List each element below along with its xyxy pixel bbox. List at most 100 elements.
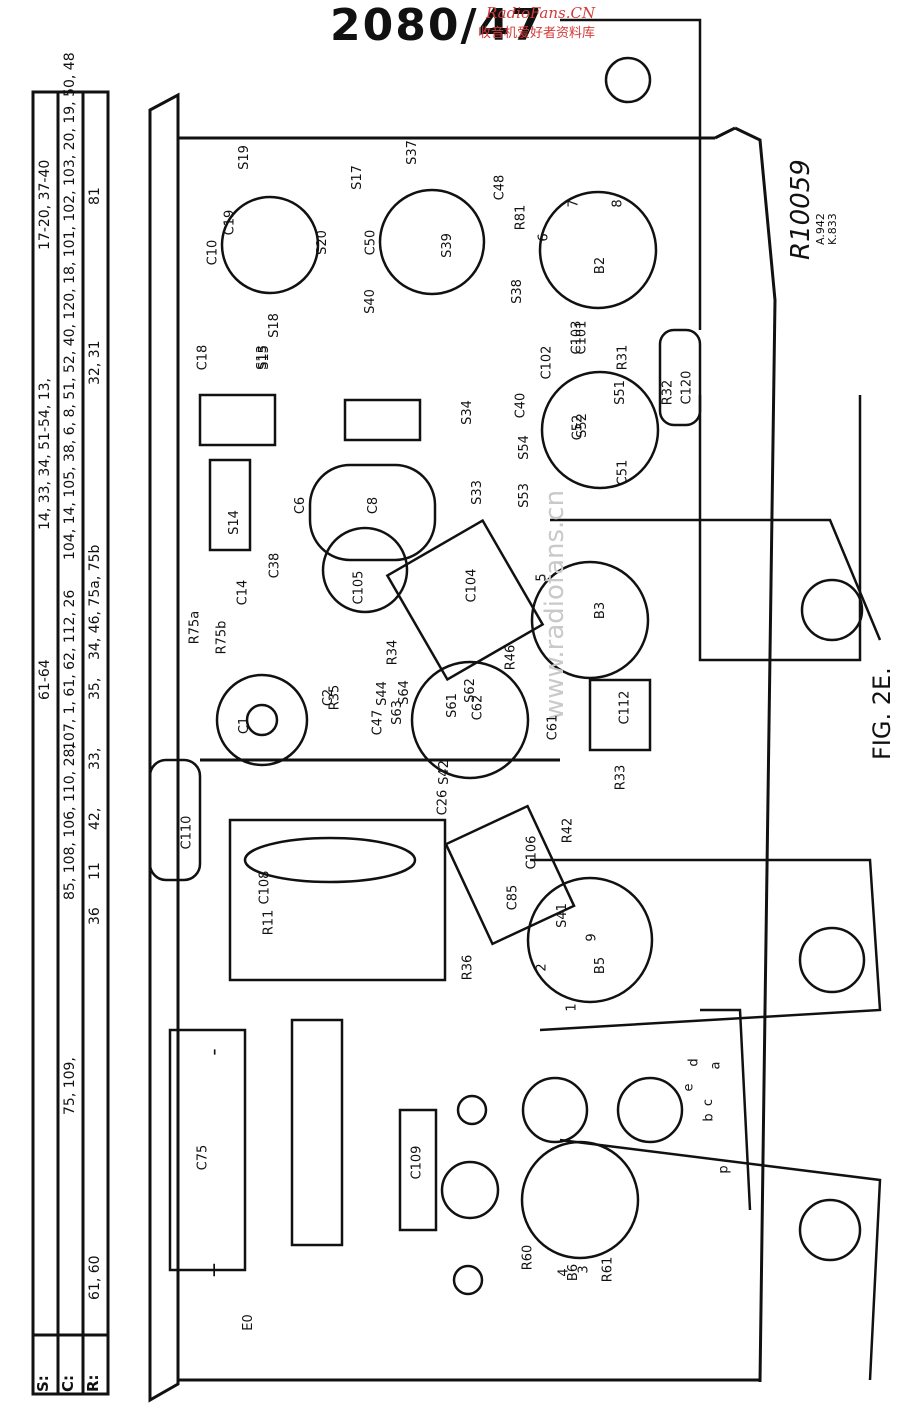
pin-2: 2 <box>534 963 550 972</box>
terminal-c: c <box>701 1098 717 1107</box>
capacitor-c1-core <box>245 703 279 737</box>
label-c18: C18 <box>195 344 211 371</box>
electrolytic-can <box>228 818 447 982</box>
r-values-6: 35, <box>87 677 103 700</box>
pin-7: 7 <box>566 199 582 208</box>
valve-socket-b6 <box>520 1140 640 1260</box>
c75-plus: + <box>201 1261 226 1279</box>
tube-b2 <box>604 56 652 104</box>
label-s51: S51 <box>612 380 628 405</box>
capacitor-c120 <box>658 328 702 427</box>
label-c47: C47 <box>370 709 386 736</box>
label-c61: C61 <box>545 714 561 741</box>
label-c50: C50 <box>363 229 379 256</box>
s-values-1: 61-64 <box>37 659 53 700</box>
label-c38: C38 <box>267 552 283 579</box>
label-s53: S53 <box>516 483 532 508</box>
label-c109: C109 <box>409 1145 425 1180</box>
wiring-harness-3 <box>530 858 882 1032</box>
wiring-harness-4 <box>559 1138 882 1381</box>
label-c52: C52 <box>570 414 586 441</box>
valve-socket-b2 <box>538 190 658 310</box>
valve-socket-b3 <box>530 560 650 680</box>
r-values-1: 61, 60 <box>87 1255 103 1300</box>
switch-bracket <box>343 398 422 442</box>
label-c51: C51 <box>615 459 631 486</box>
r-values-9: 81 <box>87 187 103 205</box>
watermark-tagline: 收音机爱好者资料库 <box>478 26 596 41</box>
label-s39: S39 <box>439 233 455 258</box>
label-r81: R81 <box>513 204 529 231</box>
wafer-switch-4 <box>410 660 530 780</box>
label-b2: B2 <box>593 256 609 275</box>
terminal-p: p <box>716 1165 732 1174</box>
figure-label: FIG. 2E. <box>868 667 896 760</box>
terminal-d: d <box>686 1058 702 1067</box>
label-r75b: R75b <box>214 620 230 655</box>
terminal-a: a <box>708 1061 724 1070</box>
c-values-3: 107, 1, 61, 62, 112, 26 <box>62 589 78 750</box>
pin-9: 9 <box>584 933 600 942</box>
label-s14: S14 <box>226 510 242 535</box>
label-c26: C26 <box>435 789 451 816</box>
pin-3: 3 <box>576 1265 592 1274</box>
pot-2 <box>616 1076 684 1144</box>
label-c103: C103 <box>569 320 585 355</box>
label-s34: S34 <box>459 400 475 425</box>
pin-4: 4 <box>556 1268 572 1277</box>
label-s64: S64 <box>396 680 412 705</box>
label-s61: S61 <box>444 693 460 718</box>
label-s17: S17 <box>349 165 365 190</box>
label-s54: S54 <box>516 435 532 460</box>
table-row-label-r: R: <box>84 1374 102 1392</box>
label-c75: C75 <box>195 1144 211 1171</box>
capacitor-c85 <box>444 804 576 946</box>
label-s33: S33 <box>469 480 485 505</box>
label-s18: S18 <box>266 313 282 338</box>
label-s42: S42 <box>436 760 452 785</box>
pin-5: 5 <box>534 573 550 582</box>
label-s20: S20 <box>314 230 330 255</box>
c-values-2: 85, 108, 106, 110, 28, <box>62 744 78 900</box>
label-s38: S38 <box>509 279 525 304</box>
label-s40: S40 <box>362 289 378 314</box>
wafer-switch-2 <box>378 188 486 296</box>
terminal-e: e <box>681 1083 697 1092</box>
label-r11: R11 <box>261 909 277 936</box>
r-values-7: 34, 46, 75a, 75b <box>87 544 103 660</box>
valve-socket-b5 <box>526 876 654 1004</box>
r-values-5: 33, <box>87 747 103 770</box>
tube-b6 <box>798 1198 862 1262</box>
label-c104: C104 <box>464 568 480 603</box>
label-r75a: R75a <box>187 610 203 645</box>
wiring-harness-2 <box>550 518 882 641</box>
wiring-harness-5 <box>560 18 702 330</box>
label-r35: R35 <box>327 684 343 711</box>
label-c62: C62 <box>470 694 486 721</box>
label-c108: C108 <box>257 870 273 905</box>
c-values-1: 75, 109, <box>62 1057 78 1115</box>
label-c120: C120 <box>679 370 695 405</box>
label-c8: C8 <box>366 496 382 515</box>
c75-minus: - <box>201 1048 226 1056</box>
trimmer-block <box>198 393 277 447</box>
wafer-switch-1 <box>220 195 320 295</box>
label-r60: R60 <box>520 1244 536 1271</box>
label-s41: S41 <box>554 903 570 928</box>
capacitor-c105 <box>321 526 409 614</box>
label-c14: C14 <box>235 579 251 606</box>
label-c6: C6 <box>293 496 309 515</box>
label-r42: R42 <box>560 817 576 844</box>
label-r34: R34 <box>385 639 401 666</box>
wiring-harness-1 <box>698 395 862 662</box>
r-values-4: 42, <box>87 807 103 830</box>
coil-s14 <box>208 458 252 552</box>
capacitor-c6 <box>308 463 437 562</box>
electrolytic-top <box>243 836 417 884</box>
pin-6: 6 <box>536 233 552 242</box>
s-values-3: 17-20, 37-40 <box>37 159 53 250</box>
table-row-label-c: C: <box>59 1374 77 1392</box>
s-values-2: 14, 33, 34, 51-54, 13, <box>37 378 53 530</box>
